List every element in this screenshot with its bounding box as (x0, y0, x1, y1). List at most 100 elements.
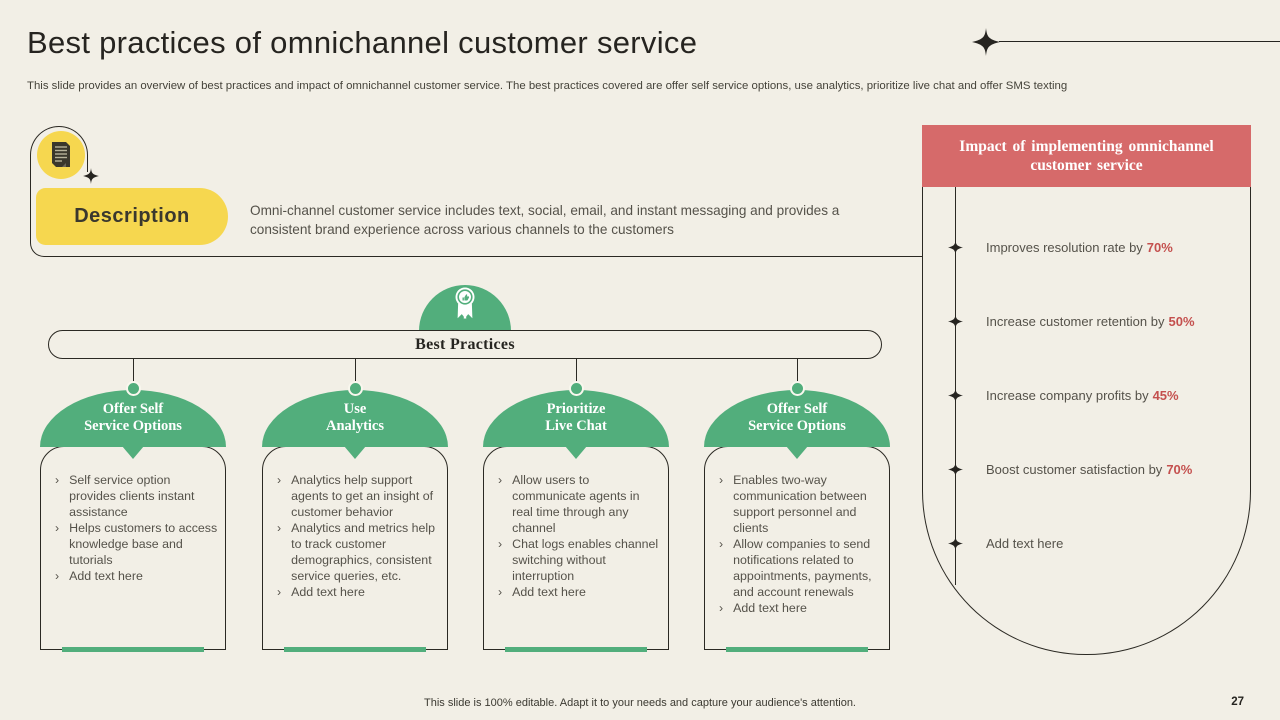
bullet-text: Allow users to communicate agents in rea… (512, 473, 640, 535)
connector-line (797, 359, 798, 382)
column-accent-bar (62, 647, 204, 652)
column-bullet-list: Enables two-way communication between su… (719, 472, 883, 616)
column-bullet-list: Self service option provides clients ins… (55, 472, 219, 584)
column-header: Use Analytics (262, 390, 448, 447)
connector-dot (125, 381, 141, 396)
bullet-text: Add text here (512, 585, 586, 599)
sparkle-icon (948, 388, 963, 403)
column-accent-bar (284, 647, 426, 652)
description-badge (37, 131, 85, 179)
bullet-item: Allow companies to send notifications re… (719, 536, 883, 600)
bullet-item: Helps customers to access knowledge base… (55, 520, 219, 568)
page-subtitle: This slide provides an overview of best … (27, 80, 1068, 92)
impact-label: Boost customer satisfaction by (986, 462, 1163, 477)
bullet-text: Self service option provides clients ins… (69, 473, 195, 519)
bullet-text: Allow companies to send notifications re… (733, 537, 872, 599)
bullet-item: Enables two-way communication between su… (719, 472, 883, 536)
best-practices-pill: Best Practices (48, 330, 882, 359)
sparkle-icon (83, 168, 99, 184)
sparkle-icon (948, 536, 963, 551)
column-bullet-list: Allow users to communicate agents in rea… (498, 472, 662, 600)
sparkle-icon (948, 462, 963, 477)
connector-line (576, 359, 577, 382)
bullet-item: Allow users to communicate agents in rea… (498, 472, 662, 536)
bullet-text: Analytics help support agents to get an … (291, 473, 434, 519)
description-label-pill: Description (36, 188, 228, 245)
column-title-line1: Use (343, 401, 367, 417)
description-outline (30, 170, 923, 257)
connector-dot (789, 381, 805, 396)
bullet-item: Chat logs enables channel switching with… (498, 536, 662, 584)
column-title-line1: Offer Self (766, 401, 828, 417)
column-title-line2: Analytics (326, 418, 384, 434)
footer-note: This slide is 100% editable. Adapt it to… (424, 697, 856, 709)
impact-label: Add text here (986, 536, 1064, 551)
description-arc-line (30, 126, 88, 172)
bullet-item: Add text here (719, 600, 883, 616)
impact-item: Add text here (923, 536, 1250, 552)
practice-column-1: Offer Self Service Options Self service … (40, 359, 226, 653)
connector-dot (568, 381, 584, 396)
award-ribbon-icon (448, 285, 482, 332)
sparkle-icon (972, 28, 1000, 56)
impact-label: Increase company profits by (986, 388, 1149, 403)
impact-value: 70% (1166, 462, 1193, 477)
bullet-text: Add text here (69, 569, 143, 583)
column-title-line1: Prioritize (546, 401, 606, 417)
bullet-item: Analytics and metrics help to track cust… (277, 520, 441, 584)
connector-dot (347, 381, 363, 396)
document-icon (49, 141, 73, 169)
column-header: Offer Self Service Options (704, 390, 890, 447)
impact-label: Improves resolution rate by (986, 240, 1143, 255)
impact-value: 45% (1152, 388, 1179, 403)
header-divider-line (999, 41, 1280, 42)
impact-value: 70% (1146, 240, 1173, 255)
column-title-line2: Live Chat (545, 418, 607, 434)
bullet-text: Chat logs enables channel switching with… (512, 537, 659, 583)
bullet-item: Self service option provides clients ins… (55, 472, 219, 520)
impact-item-text: Add text here (986, 536, 1067, 551)
impact-value: 50% (1168, 314, 1195, 329)
practice-column-3: Prioritize Live Chat Allow users to comm… (483, 359, 669, 653)
page-title: Best practices of omnichannel customer s… (27, 25, 698, 60)
practice-column-4: Offer Self Service Options Enables two-w… (704, 359, 890, 653)
bullet-text: Enables two-way communication between su… (733, 473, 867, 535)
column-notch (122, 446, 144, 459)
impact-label: Increase customer retention by (986, 314, 1165, 329)
best-practices-crest (419, 285, 511, 332)
practice-column-2: Use Analytics Analytics help support age… (262, 359, 448, 653)
connector-line (355, 359, 356, 382)
sparkle-icon (948, 240, 963, 255)
bullet-item: Analytics help support agents to get an … (277, 472, 441, 520)
column-title-line1: Offer Self (102, 401, 164, 417)
description-text: Omni-channel customer service includes t… (250, 203, 840, 237)
description-label: Description (74, 205, 190, 227)
bullet-item: Add text here (277, 584, 441, 600)
best-practices-heading: Best Practices (415, 335, 515, 353)
bullet-item: Add text here (55, 568, 219, 584)
column-bullet-list: Analytics help support agents to get an … (277, 472, 441, 600)
impact-header: Impact of implementing omnichannel custo… (922, 125, 1251, 187)
impact-spine-line (955, 187, 956, 585)
impact-heading: Impact of implementing omnichannel custo… (959, 138, 1214, 174)
column-title-line2: Service Options (84, 418, 182, 434)
column-notch (344, 446, 366, 459)
bullet-text: Analytics and metrics help to track cust… (291, 521, 436, 583)
column-header: Offer Self Service Options (40, 390, 226, 447)
column-accent-bar (505, 647, 647, 652)
bullet-text: Add text here (291, 585, 365, 599)
bullet-text: Add text here (733, 601, 807, 615)
page-number: 27 (1231, 696, 1244, 708)
bullet-text: Helps customers to access knowledge base… (69, 521, 218, 567)
sparkle-icon (948, 314, 963, 329)
